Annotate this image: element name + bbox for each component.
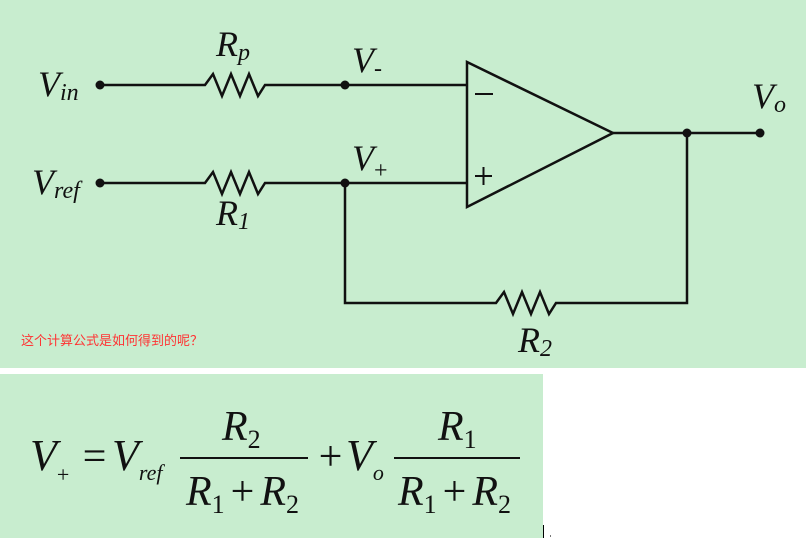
frac1-denominator: R1+R2 (185, 469, 299, 519)
formula-plus: + (316, 434, 344, 480)
formula-lhs: V+ (30, 431, 69, 487)
node-vin (95, 80, 105, 90)
node-vref (95, 178, 105, 188)
question-text: 这个计算公式是如何得到的呢？ (21, 334, 204, 349)
frac1-numerator: R2 (221, 404, 261, 454)
formula: V+ = Vref R2 R1+R2 + Vo R1 R1+R2 (30, 404, 520, 519)
wire-vin (100, 70, 467, 100)
label-vminus: V- (352, 40, 382, 82)
node-vminus (340, 80, 350, 90)
opamp-triangle (465, 60, 616, 210)
wire-vref (100, 168, 467, 198)
wire-feedback (343, 133, 689, 318)
stray-mark (550, 535, 551, 537)
formula-equals: = (80, 434, 108, 480)
node-output-junction (682, 128, 692, 138)
label-vo: Vo (752, 76, 786, 118)
node-vplus (340, 178, 350, 188)
label-rp: Rp (215, 24, 250, 66)
formula-term1: Vref (112, 431, 165, 485)
label-r1: R1 (215, 193, 250, 235)
formula-term2: Vo (346, 431, 384, 485)
opamp-plus-sign (475, 167, 492, 185)
node-vo (755, 128, 765, 138)
label-vref: Vref (32, 162, 83, 204)
frac2-denominator: R1+R2 (397, 469, 511, 519)
formula-panel (0, 374, 543, 538)
frac2-numerator: R1 (437, 404, 477, 454)
text-cursor (543, 525, 544, 538)
label-vin: Vin (38, 64, 79, 106)
label-r2: R2 (517, 320, 552, 362)
label-vplus: V+ (352, 138, 388, 184)
